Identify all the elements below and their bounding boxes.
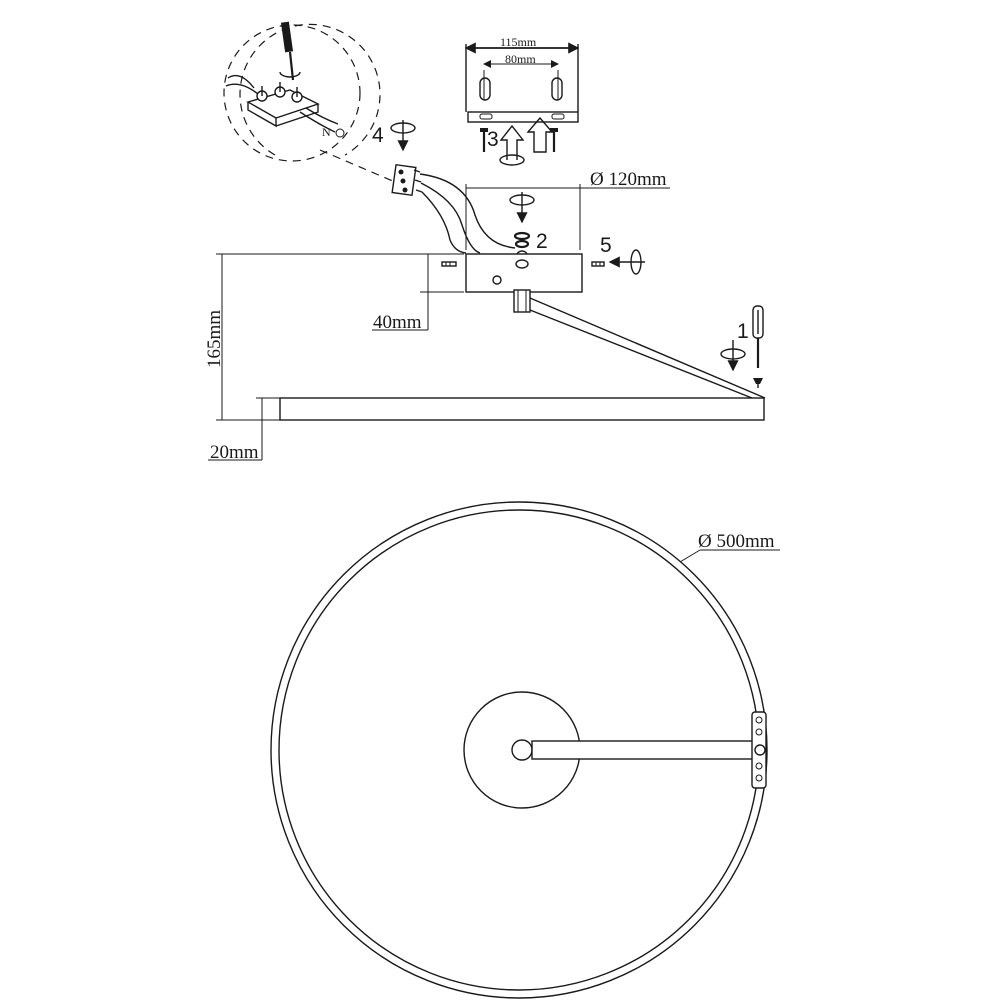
neutral-label: N xyxy=(322,125,331,139)
screw-icon-right xyxy=(550,128,558,152)
arm-pivot xyxy=(511,739,533,761)
panel-thickness-dimension: 20mm xyxy=(208,397,280,463)
wire-c xyxy=(421,191,467,254)
screw-icon-left xyxy=(480,128,488,152)
canopy-diameter-label: Ø 120mm xyxy=(590,169,667,190)
arm-top-view xyxy=(531,740,757,760)
panel-thickness-label: 20mm xyxy=(210,442,259,463)
wiring-detail-callout: N xyxy=(223,21,396,183)
step3-indicator: 3 xyxy=(480,116,558,166)
panel-diameter-dimension: Ø 500mm xyxy=(679,531,780,563)
step4-indicator: 4 xyxy=(372,120,416,152)
arm-end-connector xyxy=(751,711,767,789)
panel-outer-ring xyxy=(270,501,768,999)
total-height-label: 165mm xyxy=(204,310,225,368)
step5-label: 5 xyxy=(600,234,612,257)
step1-label: 1 xyxy=(737,320,749,343)
panel-diameter-label: Ø 500mm xyxy=(698,531,775,552)
total-height-dimension: 165mm xyxy=(204,253,464,421)
light-panel-top-view xyxy=(270,501,768,999)
terminal-block-detail xyxy=(225,74,339,133)
canopy-height-label: 40mm xyxy=(373,312,422,333)
support-arm xyxy=(529,297,766,399)
mounting-bracket: 115mm 80mm xyxy=(464,35,580,123)
step1-indicator: 1 xyxy=(720,305,764,388)
screwdriver-icon xyxy=(280,21,295,81)
step3-label: 3 xyxy=(487,128,499,151)
up-arrow-icon xyxy=(499,124,525,160)
canopy-dimension: Ø 120mm xyxy=(465,169,670,250)
bracket-hole-spacing-label: 80mm xyxy=(505,52,536,66)
terminal-block xyxy=(391,163,423,197)
wire-b xyxy=(420,182,481,254)
step4-label: 4 xyxy=(372,124,384,147)
light-panel-side xyxy=(279,397,765,421)
bracket-width-label: 115mm xyxy=(500,35,537,49)
up-arrow-icon-2 xyxy=(526,116,554,153)
side-screw-left xyxy=(441,261,457,267)
step2-label: 2 xyxy=(536,230,548,253)
side-screw-right xyxy=(591,261,605,267)
arm-connector xyxy=(513,289,531,313)
wire-a xyxy=(419,173,516,249)
screw-icon xyxy=(753,378,763,384)
step2-indicator: 2 xyxy=(509,192,548,260)
screwdriver-icon-2 xyxy=(752,305,764,368)
step5-indicator: 5 xyxy=(600,234,645,275)
